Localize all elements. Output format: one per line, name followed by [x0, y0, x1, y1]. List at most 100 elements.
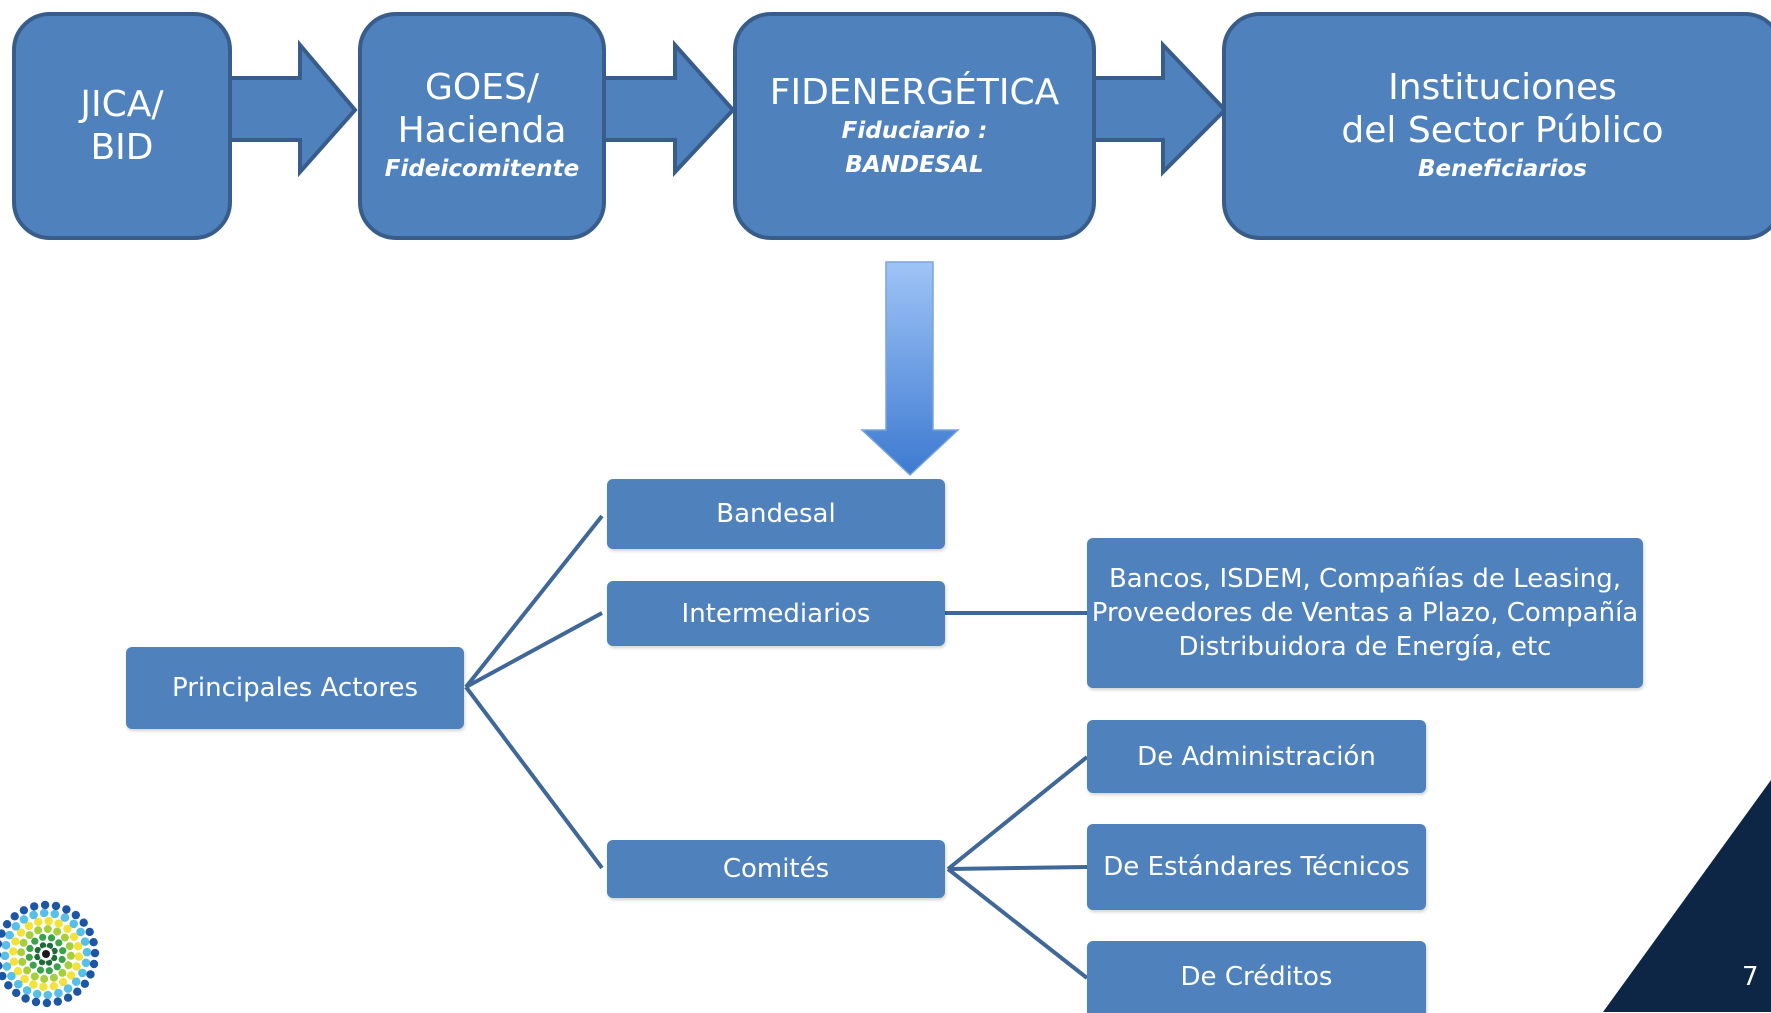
- tree-node-intermediarios-detail: Bancos, ISDEM, Compañías de Leasing, Pro…: [1087, 538, 1643, 688]
- logo-dot: [24, 921, 33, 931]
- logo-dot: [22, 986, 32, 995]
- logo-dot: [76, 927, 85, 937]
- logo-dot: [43, 925, 52, 934]
- logo-dot: [69, 932, 79, 941]
- logo-dot: [86, 970, 95, 979]
- flow-box-fidenergetica: FIDENERGÉTICA Fiduciario : BANDESAL: [733, 12, 1096, 240]
- logo-dot: [50, 909, 60, 919]
- flow-arrow-icon: [1091, 40, 1228, 177]
- logo-dot: [9, 957, 19, 966]
- logo-dot: [63, 993, 73, 1002]
- logo-dot: [8, 947, 18, 956]
- logo-dot: [19, 906, 29, 915]
- logo-dot: [36, 966, 45, 974]
- logo-dot: [30, 972, 39, 981]
- logo-dot: [63, 924, 72, 934]
- flow-box-title-line: FIDENERGÉTICA: [769, 71, 1060, 113]
- logo-dot: [63, 984, 73, 993]
- logo-dot: [29, 980, 38, 989]
- logo-dot: [71, 910, 81, 920]
- logo-dot: [40, 974, 49, 983]
- logo-dot: [60, 933, 69, 942]
- flow-arrow-icon: [602, 39, 736, 178]
- logo-dot: [13, 979, 23, 989]
- logo-dot: [46, 942, 54, 950]
- logo-dot: [29, 961, 37, 969]
- logo-dot: [31, 937, 39, 945]
- logo-dot: [29, 910, 38, 920]
- logo-dot: [89, 938, 98, 947]
- logo-dot: [5, 930, 14, 940]
- logo-dot: [49, 973, 58, 982]
- flow-box-goes: GOES/ Hacienda Fideicomitente: [358, 12, 606, 240]
- logo-dot: [42, 950, 50, 958]
- down-arrow-icon: [860, 261, 960, 477]
- logo-dot: [85, 927, 94, 937]
- tree-node-comite-estandares: De Estándares Técnicos: [1087, 824, 1426, 910]
- corner-triangle: [1603, 780, 1771, 1012]
- logo-dot: [58, 968, 67, 977]
- logo-dot: [19, 915, 29, 924]
- tree-connectors: [464, 514, 1089, 980]
- logo-dot: [54, 988, 63, 998]
- logo-dot: [74, 952, 84, 961]
- logo-dot: [39, 908, 49, 918]
- logo-dot: [64, 961, 73, 970]
- tree-node-comite-creditos: De Créditos: [1087, 941, 1426, 1013]
- logo-dot: [62, 905, 71, 914]
- flow-box-role: Fiduciario :: [841, 117, 988, 144]
- logo-dot: [51, 947, 58, 955]
- logo-dot: [40, 900, 50, 910]
- logo-dot: [18, 957, 27, 966]
- node-label: De Estándares Técnicos: [1103, 852, 1410, 882]
- logo-dot: [89, 959, 99, 969]
- flow-box-role: Fideicomitente: [384, 156, 580, 182]
- logo-dot: [66, 951, 75, 960]
- flow-box-title-line: BID: [90, 127, 154, 168]
- logo-dot: [21, 994, 30, 1003]
- flow-box-title-line: Instituciones: [1388, 67, 1617, 108]
- logo-dot: [80, 979, 90, 988]
- flow-box-title-line: GOES/: [425, 67, 539, 108]
- logo-dot: [39, 942, 47, 949]
- logo-dot: [34, 926, 43, 935]
- logo-dot: [54, 919, 63, 928]
- tree-node-intermediarios: Intermediarios: [607, 581, 945, 646]
- logo-dot: [25, 931, 34, 940]
- logo-dot: [60, 913, 70, 922]
- logo-dot: [65, 942, 74, 951]
- tree-node-comite-administracion: De Administración: [1087, 720, 1426, 793]
- logo-dot: [80, 937, 90, 946]
- logo-dot: [45, 967, 53, 975]
- logo-dot: [72, 962, 81, 971]
- node-label: De Créditos: [1180, 962, 1333, 992]
- logo-dot: [11, 937, 20, 946]
- logo-dot: [0, 929, 6, 938]
- flow-box-instituciones: Instituciones del Sector Público Benefic…: [1222, 12, 1771, 240]
- logo-dot: [38, 958, 46, 966]
- logo-dot: [0, 951, 2, 958]
- logo-dot: [34, 953, 41, 961]
- logo-dot: [4, 981, 13, 990]
- logo-dot: [69, 919, 78, 929]
- logo-dot: [71, 977, 81, 986]
- logo-dot: [34, 917, 43, 927]
- logo-dot: [45, 959, 53, 966]
- node-label: Principales Actores: [172, 673, 418, 703]
- node-label: Comités: [722, 854, 830, 884]
- node-label: De Administración: [1137, 741, 1376, 772]
- flow-box-title-line: del Sector Público: [1341, 110, 1664, 151]
- tree-node-bandesal: Bandesal: [607, 479, 945, 549]
- flow-box-title-line: JICA/: [80, 84, 164, 125]
- flow-box-role: Beneficiarios: [1418, 156, 1587, 182]
- node-label: Intermediarios: [681, 598, 871, 629]
- logo-dot: [30, 902, 39, 911]
- logo-dot: [79, 918, 88, 927]
- logo-dot: [0, 961, 3, 970]
- logo-dot: [81, 958, 91, 968]
- logo-dot: [82, 947, 92, 957]
- logo-dot: [0, 971, 7, 981]
- logo-dot: [51, 901, 61, 911]
- flow-box-inst-inner: Instituciones del Sector Público Benefic…: [1226, 66, 1771, 186]
